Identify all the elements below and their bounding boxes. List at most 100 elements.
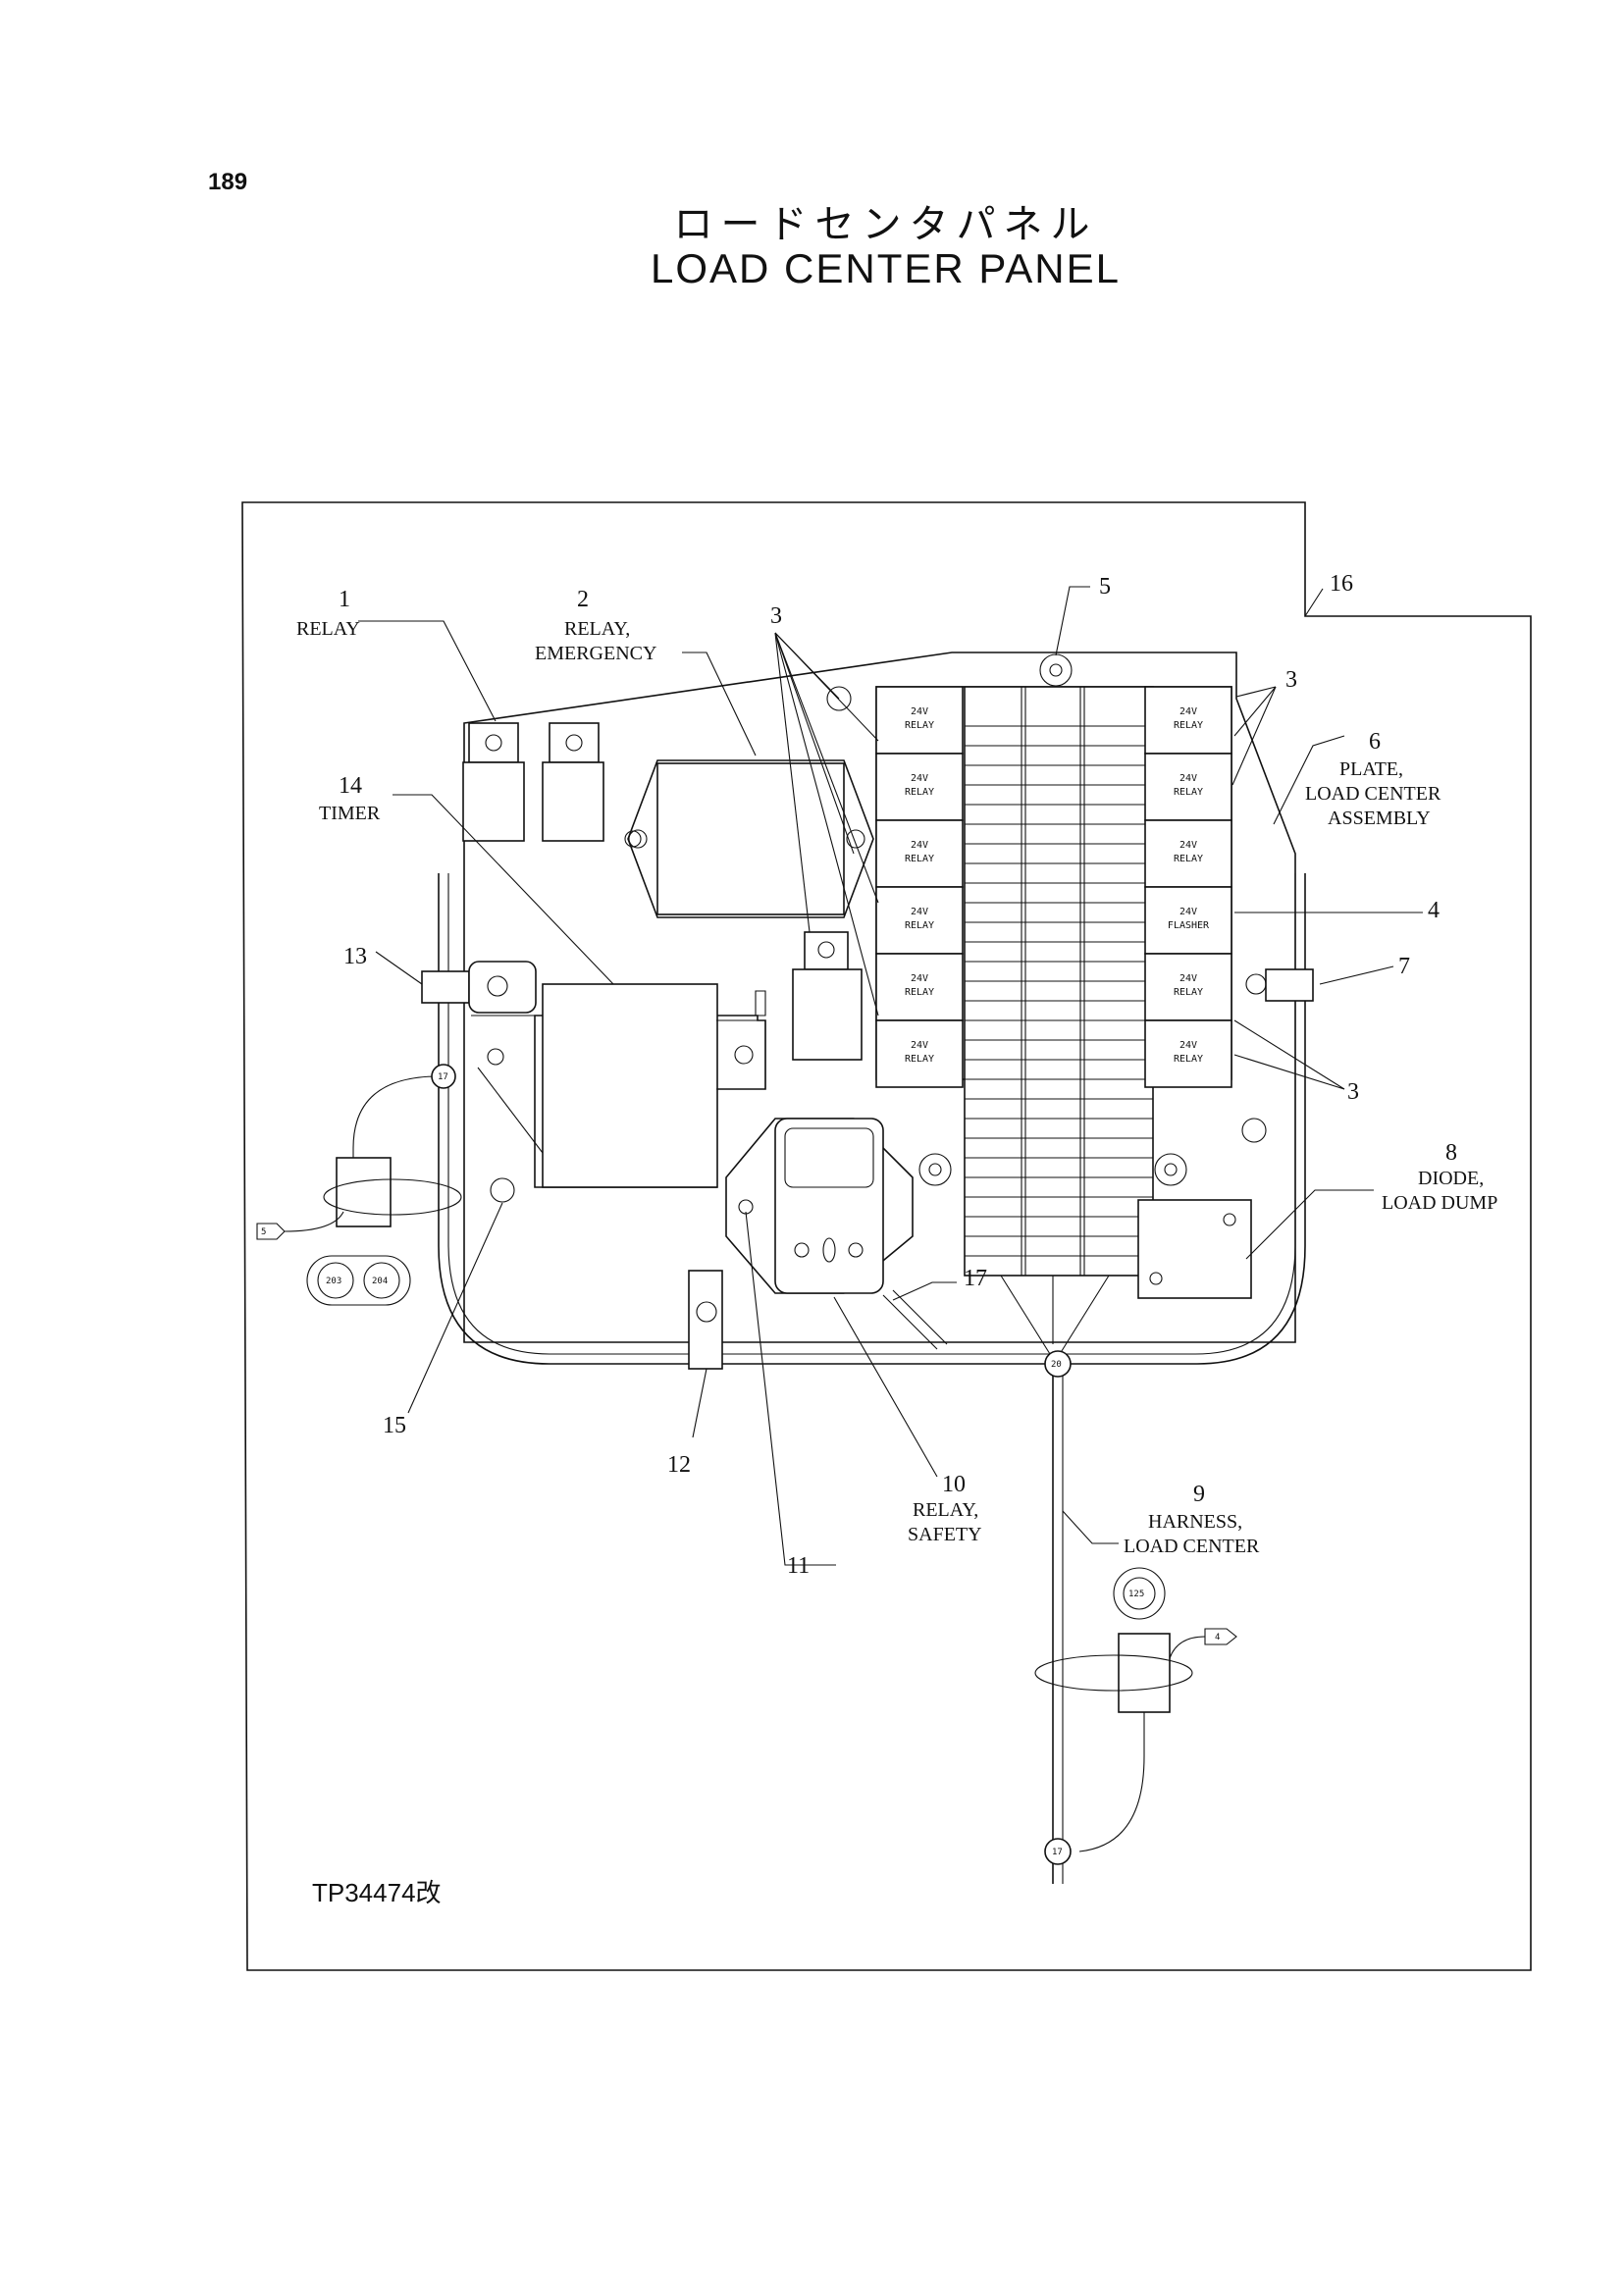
callout-5-number: 5 — [1099, 574, 1111, 600]
callout-8-text-line1: DIODE, — [1418, 1168, 1484, 1189]
callout-3-number-right: 3 — [1285, 667, 1297, 693]
mounting-hole — [624, 830, 642, 848]
relay-small — [542, 722, 604, 842]
relay-cell-right-3-label-2: RELAY — [1174, 854, 1203, 864]
relay-cell-left-4-label-1: 24V — [911, 907, 928, 917]
relay-cell-left-6-label-1: 24V — [911, 1040, 928, 1051]
drawing-code: TP34474改 — [312, 1878, 442, 1907]
relay-cell-left-3-label-1: 24V — [911, 840, 928, 851]
relay-cell-left-6 — [875, 1019, 964, 1088]
callout-3-number-top: 3 — [770, 603, 782, 629]
connector-17-top — [431, 1064, 456, 1089]
relay-cell-left-2-label-2: RELAY — [905, 787, 934, 798]
callout-14-number: 14 — [339, 773, 362, 799]
safety-relay — [725, 1118, 948, 1350]
relay-cell-right-6-label-1: 24V — [1179, 1040, 1197, 1051]
relay-cell-right-1-label-2: RELAY — [1174, 720, 1203, 731]
connector-204-label: 204 — [372, 1277, 388, 1286]
connector-20 — [1044, 1350, 1072, 1378]
connector-17-bottom — [1044, 1838, 1072, 1865]
relay-cell-right-5 — [1144, 953, 1232, 1021]
relay-cell-right-5-label-2: RELAY — [1174, 987, 1203, 998]
connector-17-top-label: 17 — [438, 1072, 448, 1082]
callout-6-text-line3: ASSEMBLY — [1328, 808, 1431, 829]
relay-cell-right-4 — [1144, 886, 1232, 955]
relay-cell-right-4-label-2: FLASHER — [1168, 920, 1210, 931]
callout-1-text: RELAY — [296, 618, 360, 640]
mounting-hole — [1241, 1118, 1267, 1143]
relay-cell-left-1-label-1: 24V — [911, 706, 928, 717]
drawing-frame — [241, 501, 1532, 1971]
callout-8-text-line2: LOAD DUMP — [1382, 1192, 1497, 1214]
callout-6-text-line1: PLATE, — [1339, 758, 1403, 780]
callout-9-text-line2: LOAD CENTER — [1124, 1536, 1260, 1557]
callout-12-number: 12 — [667, 1452, 691, 1478]
callout-2-text-line1: RELAY, — [564, 618, 630, 640]
callout-10-text-line2: SAFETY — [908, 1524, 982, 1545]
callout-9-text-line1: HARNESS, — [1148, 1511, 1242, 1533]
tag-4-label: 4 — [1215, 1633, 1220, 1642]
callout-3-number-bottom: 3 — [1347, 1079, 1359, 1105]
callout-7-number: 7 — [1398, 954, 1410, 979]
relay-cell-right-4-label-1: 24V — [1179, 907, 1197, 917]
callout-16-number: 16 — [1330, 571, 1353, 597]
page-title: LOAD CENTER PANEL — [651, 245, 1121, 291]
relay-cell-left-5-label-1: 24V — [911, 973, 928, 984]
relay-cell-left-4-label-2: RELAY — [905, 920, 934, 931]
connector-left — [256, 1075, 462, 1306]
callout-8-number: 8 — [1445, 1140, 1457, 1166]
callout-17-number: 17 — [964, 1266, 987, 1291]
load-dump-diode — [1137, 1199, 1252, 1299]
relay-cell-right-5-label-1: 24V — [1179, 973, 1197, 984]
timer — [471, 983, 766, 1188]
callout-14-text: TIMER — [319, 803, 381, 824]
relay-cell-right-3 — [1144, 819, 1232, 888]
page-title-japanese: ロードセンタパネル — [673, 202, 1098, 247]
relay-cell-left-5 — [875, 953, 964, 1021]
callout-13-number: 13 — [343, 944, 367, 969]
relay-cell-left-3 — [875, 819, 964, 888]
page-number: 189 — [208, 169, 248, 195]
callout-6-number: 6 — [1369, 729, 1381, 755]
clamp-7 — [1245, 968, 1314, 1002]
relay-cell-right-2-label-1: 24V — [1179, 773, 1197, 784]
harness-loop-inner — [447, 873, 1296, 1355]
mounting-hole — [490, 1177, 515, 1203]
relay-cell-right-3-label-1: 24V — [1179, 840, 1197, 851]
relay-cell-right-6 — [1144, 1019, 1232, 1088]
connector-20-label: 20 — [1051, 1360, 1062, 1370]
relay-cell-left-2 — [875, 753, 964, 821]
connector-203-label: 203 — [326, 1277, 341, 1286]
relay-cell-left-5-label-2: RELAY — [905, 987, 934, 998]
relay-cell-left-1-label-2: RELAY — [905, 720, 934, 731]
relay-1 — [462, 722, 525, 842]
load-center-plate — [463, 652, 1296, 1343]
fuse-block-wires — [1000, 1275, 1110, 1355]
callout-1-number: 1 — [339, 587, 350, 612]
callout-9-number: 9 — [1193, 1482, 1205, 1507]
relay-cell-left-1 — [875, 686, 964, 755]
callout-6-text-line2: LOAD CENTER — [1305, 783, 1441, 805]
callout-10-number: 10 — [942, 1472, 966, 1497]
relay-cell-left-2-label-1: 24V — [911, 773, 928, 784]
relay-cell-right-6-label-2: RELAY — [1174, 1054, 1203, 1065]
callout-10-text-line1: RELAY, — [913, 1499, 978, 1521]
leader-lines — [358, 586, 1423, 1566]
relay-cell-right-1 — [1144, 686, 1232, 755]
connector-125-label: 125 — [1128, 1590, 1144, 1599]
connector-17-bottom-label: 17 — [1052, 1848, 1063, 1857]
emergency-relay — [627, 759, 874, 918]
clamp-12 — [688, 1270, 723, 1370]
callout-4-number: 4 — [1428, 898, 1440, 923]
relay-mid — [792, 931, 863, 1061]
relay-cell-left-3-label-2: RELAY — [905, 854, 934, 864]
connector-right — [1034, 1567, 1237, 1852]
callout-15-number: 15 — [383, 1413, 406, 1438]
relay-cell-right-2-label-2: RELAY — [1174, 787, 1203, 798]
relay-cell-left-6-label-2: RELAY — [905, 1054, 934, 1065]
callout-11-number: 11 — [787, 1553, 810, 1579]
clamp-13 — [421, 961, 537, 1014]
harness-loop — [438, 873, 1306, 1365]
relay-cell-left-4 — [875, 886, 964, 955]
